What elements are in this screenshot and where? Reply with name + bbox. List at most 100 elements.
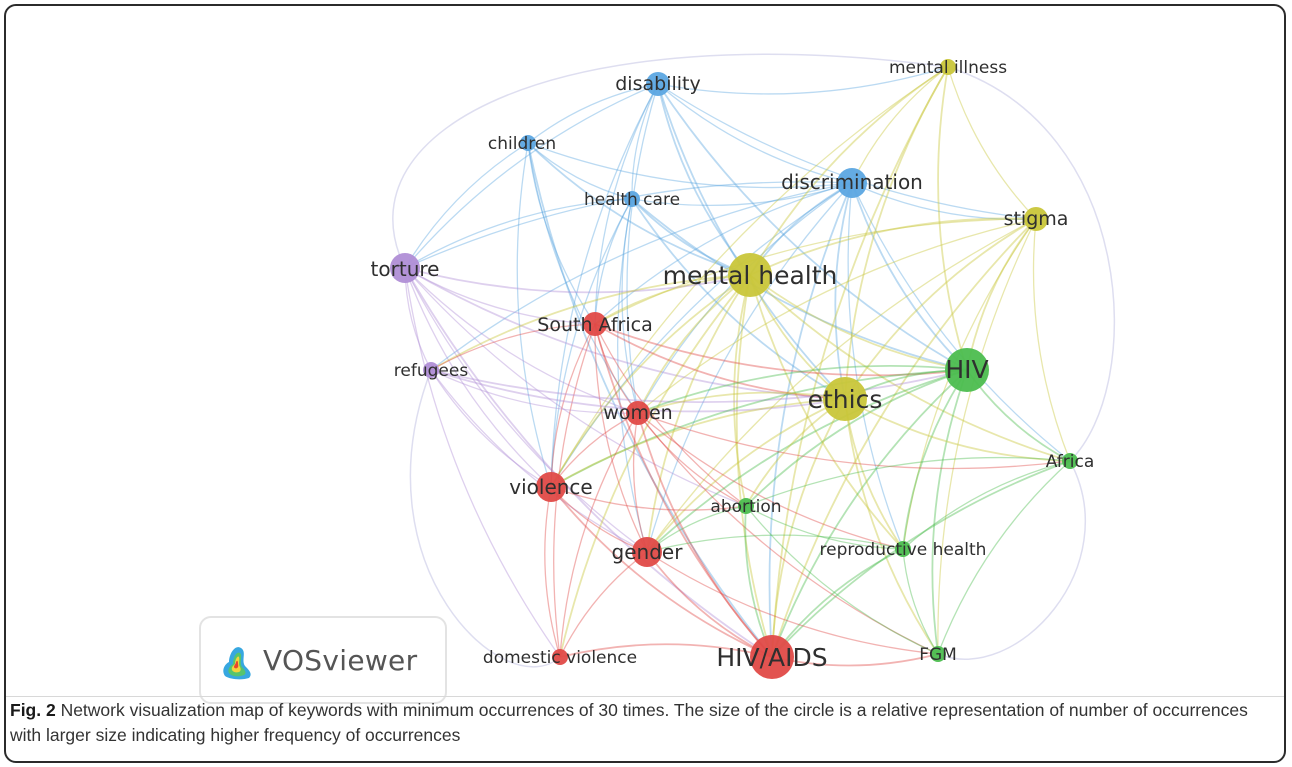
node-violence[interactable] (536, 472, 566, 502)
edge-discrimination-hiv (851, 182, 968, 371)
edge-stigma-south_africa (594, 218, 1037, 325)
node-torture[interactable] (390, 253, 420, 283)
edge-reproductive_health-gender (646, 534, 904, 553)
node-discrimination[interactable] (837, 168, 867, 198)
edge-refugees-women (430, 369, 639, 414)
edge-refugees-violence (430, 369, 552, 488)
edge-mental_health-refugees (430, 274, 751, 371)
label-hiv-aids: HIV/AIDS (716, 643, 827, 672)
edge-torture-domestic_violence (404, 267, 561, 658)
edge-ethics-violence (550, 398, 846, 488)
edge-mental_health-reproductive_health (749, 274, 904, 550)
edge-hiv-violence (550, 369, 968, 488)
edge-health_care-south_africa (594, 198, 633, 325)
edge-women-africa (637, 412, 1071, 470)
edge-ethics-hiv_aids (771, 398, 846, 658)
edge-stigma-gender (646, 218, 1037, 553)
node-mental-illness[interactable] (940, 59, 956, 75)
edge-stigma-ethics (844, 218, 1037, 400)
edge-mental_illness-hiv_aids (771, 66, 949, 658)
node-hiv[interactable] (945, 348, 989, 392)
edge-reproductive_health-fgm (902, 548, 939, 655)
label-fgm: FGM (919, 645, 957, 665)
edge-mental_illness-discrimination (851, 66, 949, 184)
outer-arc (409, 369, 561, 668)
edge-children-women (527, 142, 639, 414)
edge-south_africa-gender (594, 323, 648, 553)
edge-women-abortion (637, 412, 747, 507)
node-women[interactable] (626, 401, 650, 425)
label-abortion: abortion (710, 497, 781, 517)
vosviewer-heatmap-icon (223, 647, 251, 680)
caption-text: Network visualization map of keywords wi… (10, 700, 1248, 745)
edge-women-domestic_violence (559, 412, 639, 658)
edge-torture-women (404, 267, 639, 414)
edge-south_africa-abortion (594, 323, 747, 507)
edge-discrimination-refugees (430, 182, 853, 371)
edge-children-hiv_aids (527, 142, 773, 658)
label-hiv: HIV (945, 355, 988, 384)
edge-stigma-hiv_aids (771, 218, 1037, 658)
vosviewer-logo-text: VOSviewer (263, 643, 418, 677)
edge-disability-stigma (657, 83, 1037, 220)
edge-mental_health-domestic_violence (559, 274, 751, 658)
figure-caption: Fig. 2 Network visualization map of keyw… (10, 696, 1280, 748)
edge-discrimination-south_africa (594, 182, 853, 325)
edge-mental_health-hiv (749, 274, 968, 371)
node-domestic-violence[interactable] (552, 649, 568, 665)
edge-disability-children (527, 83, 659, 144)
edge-torture-gender (404, 267, 648, 553)
edge-stigma-women (637, 218, 1037, 414)
edge-africa-fgm (937, 460, 1071, 655)
edge-refugees-hiv (430, 369, 968, 404)
node-reproductive-health[interactable] (895, 541, 911, 557)
label-reproductive-health: reproductive health (820, 540, 987, 560)
edge-hiv-reproductive_health (902, 369, 968, 550)
node-stigma[interactable] (1024, 207, 1048, 231)
edge-mental_illness-hiv (937, 66, 968, 371)
edge-disability-hiv (657, 83, 968, 371)
node-fgm[interactable] (930, 646, 946, 662)
label-children: children (488, 134, 556, 154)
caption-divider (6, 696, 1284, 697)
node-refugees[interactable] (423, 362, 439, 378)
edge-mental_health-gender (646, 274, 751, 553)
edge-women-fgm (637, 412, 939, 655)
edge-torture-ethics (404, 267, 846, 400)
node-africa[interactable] (1062, 453, 1078, 469)
edge-hiv-women (637, 365, 968, 414)
node-hiv-aids[interactable] (750, 635, 794, 679)
node-health-care[interactable] (624, 191, 640, 207)
edge-gender-hiv_aids (646, 551, 773, 658)
node-layer (390, 59, 1078, 679)
label-disability: disability (615, 73, 700, 95)
label-violence: violence (509, 475, 592, 499)
node-children[interactable] (520, 135, 536, 151)
edge-discrimination-reproductive_health (847, 182, 904, 550)
edge-disability-discrimination (657, 83, 853, 184)
edge-stigma-africa (1032, 218, 1071, 462)
edge-gender-fgm (646, 551, 939, 655)
node-mental-health[interactable] (728, 253, 772, 297)
edge-hiv_aids-domestic_violence (559, 643, 773, 658)
edge-discrimination-gender (646, 182, 853, 553)
node-south-africa[interactable] (583, 312, 607, 336)
edge-refugees-gender (430, 369, 648, 553)
edge-disability-mental_illness (657, 66, 949, 95)
node-abortion[interactable] (738, 498, 754, 514)
label-africa: Africa (1046, 452, 1095, 472)
edge-discrimination-africa (851, 182, 1071, 462)
edge-mental_health-hiv_aids (735, 274, 773, 658)
node-ethics[interactable] (823, 377, 867, 421)
edge-abortion-hiv_aids (744, 505, 773, 658)
edge-children-mental_health (527, 142, 751, 276)
edge-women-hiv_aids (637, 412, 773, 658)
edge-disability-health_care (631, 83, 659, 200)
edge-mental_health-africa (749, 274, 1071, 462)
node-disability[interactable] (646, 72, 670, 96)
edge-mental_health-violence (550, 274, 751, 488)
node-gender[interactable] (632, 537, 662, 567)
edge-violence-hiv_aids (550, 486, 773, 658)
